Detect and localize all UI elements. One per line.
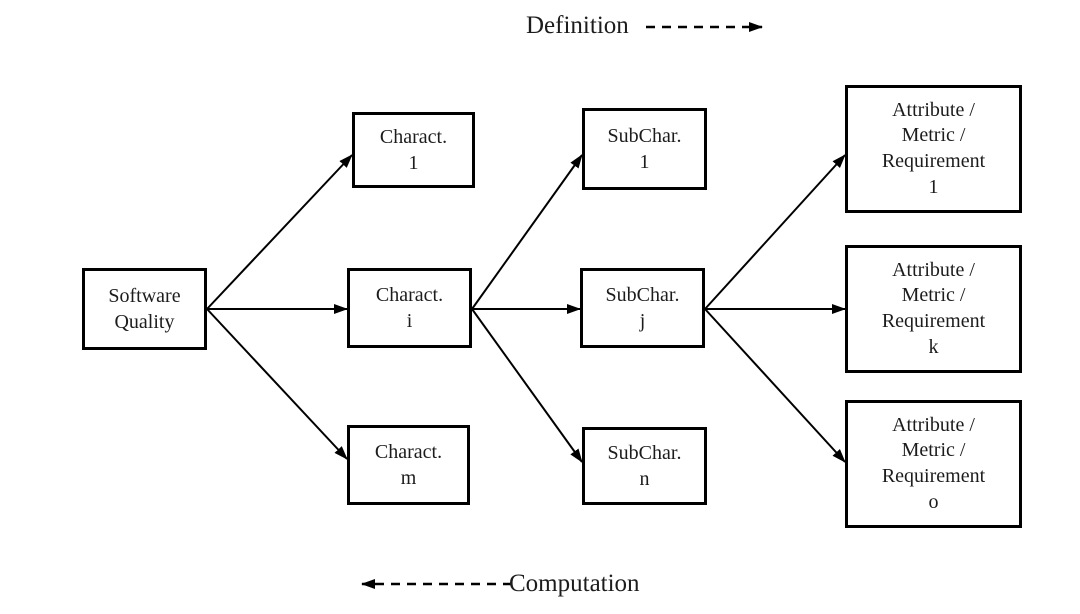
edge-subcharj-attribute1: [704, 154, 846, 310]
box-charact-1: Charact. 1: [352, 112, 475, 188]
computation-label: Computation: [509, 570, 640, 597]
box-attribute-metric-requirement-k: Attribute / Metric / Requirement k: [845, 245, 1022, 373]
box-attribute-metric-requirement-o: Attribute / Metric / Requirement o: [845, 400, 1022, 528]
box-attribute-metric-requirement-1: Attribute / Metric / Requirement 1: [845, 85, 1022, 213]
edge-softwarequality-charact1: [206, 154, 353, 310]
box-subchar-j: SubChar. j: [580, 268, 705, 348]
edge-softwarequality-charactm: [206, 308, 348, 460]
edge-subcharj-attributeo: [704, 308, 846, 463]
box-charact-i: Charact. i: [347, 268, 472, 348]
box-subchar-1: SubChar. 1: [582, 108, 707, 190]
box-subchar-n: SubChar. n: [582, 427, 707, 505]
definition-label: Definition: [526, 12, 629, 39]
box-software-quality: Software Quality: [82, 268, 207, 350]
box-charact-m: Charact. m: [347, 425, 470, 505]
edge-characti-subcharn: [471, 308, 583, 463]
edge-characti-subchar1: [471, 154, 583, 310]
